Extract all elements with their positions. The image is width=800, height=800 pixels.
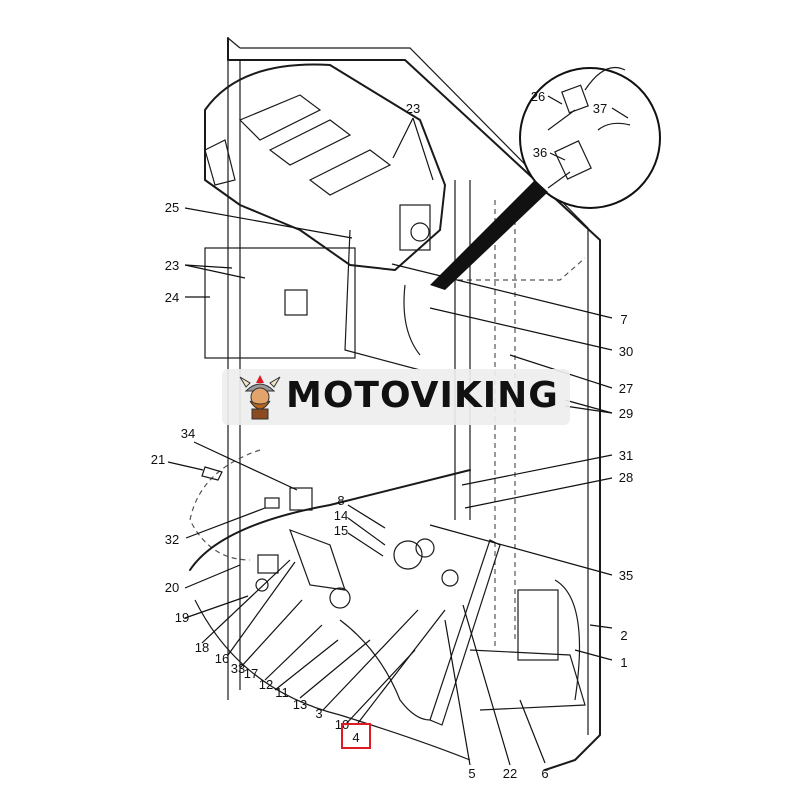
callout-17: 17 bbox=[244, 666, 258, 681]
viking-mascot-icon bbox=[239, 375, 281, 420]
brand-name: MOTOVIKING bbox=[286, 375, 559, 416]
callout-23: 23 bbox=[165, 258, 179, 273]
callout-18: 18 bbox=[195, 640, 209, 655]
callout-21: 21 bbox=[151, 452, 165, 467]
callout-16: 16 bbox=[215, 651, 229, 666]
callout-22: 22 bbox=[503, 766, 517, 781]
callout-15: 15 bbox=[334, 523, 348, 538]
callout-34: 34 bbox=[181, 426, 195, 441]
callout-7: 7 bbox=[620, 312, 627, 327]
highlight-box bbox=[341, 723, 371, 749]
callout-30: 30 bbox=[619, 344, 633, 359]
callout-6: 6 bbox=[541, 766, 548, 781]
upper-bin-assembly bbox=[204, 63, 446, 371]
callout-4: 4 bbox=[352, 730, 359, 745]
callout-27: 27 bbox=[619, 381, 633, 396]
callout-25: 25 bbox=[165, 200, 179, 215]
callout-12: 12 bbox=[259, 677, 273, 692]
leader-lines bbox=[167, 95, 629, 766]
callout-26: 26 bbox=[531, 89, 545, 104]
callout-31: 31 bbox=[619, 448, 633, 463]
callout-3: 3 bbox=[315, 706, 322, 721]
callout-36: 36 bbox=[533, 145, 547, 160]
callout-28: 28 bbox=[619, 470, 633, 485]
callout-37: 37 bbox=[593, 101, 607, 116]
lower-assembly bbox=[189, 449, 586, 761]
callout-8: 8 bbox=[337, 493, 344, 508]
callout-1: 1 bbox=[620, 655, 627, 670]
callout-29: 29 bbox=[619, 406, 633, 421]
callout-5: 5 bbox=[468, 766, 475, 781]
callout-24: 24 bbox=[165, 290, 179, 305]
callout-20: 20 bbox=[165, 580, 179, 595]
callout-14: 14 bbox=[334, 508, 348, 523]
callout-35: 35 bbox=[619, 568, 633, 583]
callout-2: 2 bbox=[620, 628, 627, 643]
callout-23: 23 bbox=[406, 101, 420, 116]
callout-labels: 23 25 23 24 26 37 36 7 30 27 29 34 21 31… bbox=[151, 89, 633, 781]
callout-11: 11 bbox=[275, 685, 289, 700]
detail-inset bbox=[430, 66, 661, 290]
brand-watermark: MOTOVIKING bbox=[222, 369, 570, 425]
callout-32: 32 bbox=[165, 532, 179, 547]
callout-19: 19 bbox=[175, 610, 189, 625]
callout-33: 33 bbox=[231, 661, 245, 676]
callout-13: 13 bbox=[293, 697, 307, 712]
